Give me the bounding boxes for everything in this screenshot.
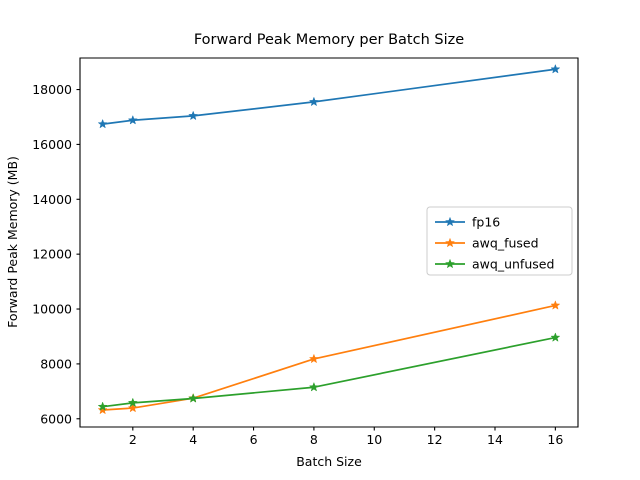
legend-background (426, 206, 573, 276)
x-tick-label: 8 (310, 432, 318, 447)
x-tick-label: 4 (189, 432, 197, 447)
data-point-fp16-8 (308, 96, 319, 107)
legend-label-awq_unfused: awq_unfused (472, 257, 554, 272)
data-point-awq_unfused-16 (550, 332, 561, 342)
chart-legend[interactable]: fp16 awq_fused awq_unfused (426, 206, 573, 276)
y-tick-label: 10000 (32, 302, 72, 317)
data-point-awq_fused-2 (127, 402, 138, 413)
x-tick-label: 12 (427, 432, 443, 447)
x-tick-label: 10 (366, 432, 382, 447)
y-tick-label: 6000 (40, 411, 72, 426)
legend-marker-awq_fused (444, 237, 456, 248)
x-axis-title: Batch Size (296, 454, 362, 469)
x-tick-label: 6 (250, 432, 258, 447)
x-axis-ticks: 2 4 6 8 10 12 14 16 (129, 427, 563, 447)
series-group (97, 63, 561, 415)
x-tick-label: 14 (487, 432, 503, 447)
data-point-awq_fused-16 (550, 300, 561, 310)
data-point-awq_unfused-1 (97, 401, 108, 411)
data-point-awq_unfused-4 (188, 393, 199, 403)
legend-entry-awq_unfused[interactable]: awq_unfused (435, 257, 554, 272)
data-point-fp16-16 (550, 63, 561, 74)
series-awq_unfused (97, 332, 561, 411)
x-tick-label: 2 (129, 432, 137, 447)
series-fp16 (97, 63, 561, 129)
y-tick-label: 16000 (32, 137, 72, 152)
chart-title: Forward Peak Memory per Batch Size (194, 32, 464, 48)
legend-marker-awq_unfused (444, 258, 456, 269)
legend-entry-awq_fused[interactable]: awq_fused (435, 236, 539, 251)
axes-frame (79, 57, 579, 428)
data-point-fp16-2 (127, 114, 138, 125)
y-axis-ticks: 6000 8000 10000 12000 14000 16000 18000 (32, 82, 80, 426)
y-tick-label: 12000 (32, 247, 72, 262)
y-tick-label: 18000 (32, 82, 72, 97)
data-point-awq_fused-8 (308, 353, 319, 364)
legend-entry-fp16[interactable]: fp16 (435, 215, 500, 230)
legend-marker-fp16 (444, 216, 456, 227)
data-point-awq_unfused-2 (127, 397, 138, 408)
data-point-awq_unfused-8 (308, 381, 319, 392)
data-point-fp16-4 (188, 110, 199, 121)
x-tick-label: 16 (547, 432, 563, 447)
axes-spines (79, 57, 579, 428)
legend-label-awq_fused: awq_fused (472, 236, 539, 251)
y-axis-title: Forward Peak Memory (MB) (5, 156, 20, 328)
data-point-fp16-1 (97, 118, 108, 129)
data-point-awq_fused-1 (97, 404, 108, 415)
y-tick-label: 14000 (32, 192, 72, 207)
legend-label-fp16: fp16 (472, 215, 500, 230)
y-tick-label: 8000 (40, 356, 72, 371)
